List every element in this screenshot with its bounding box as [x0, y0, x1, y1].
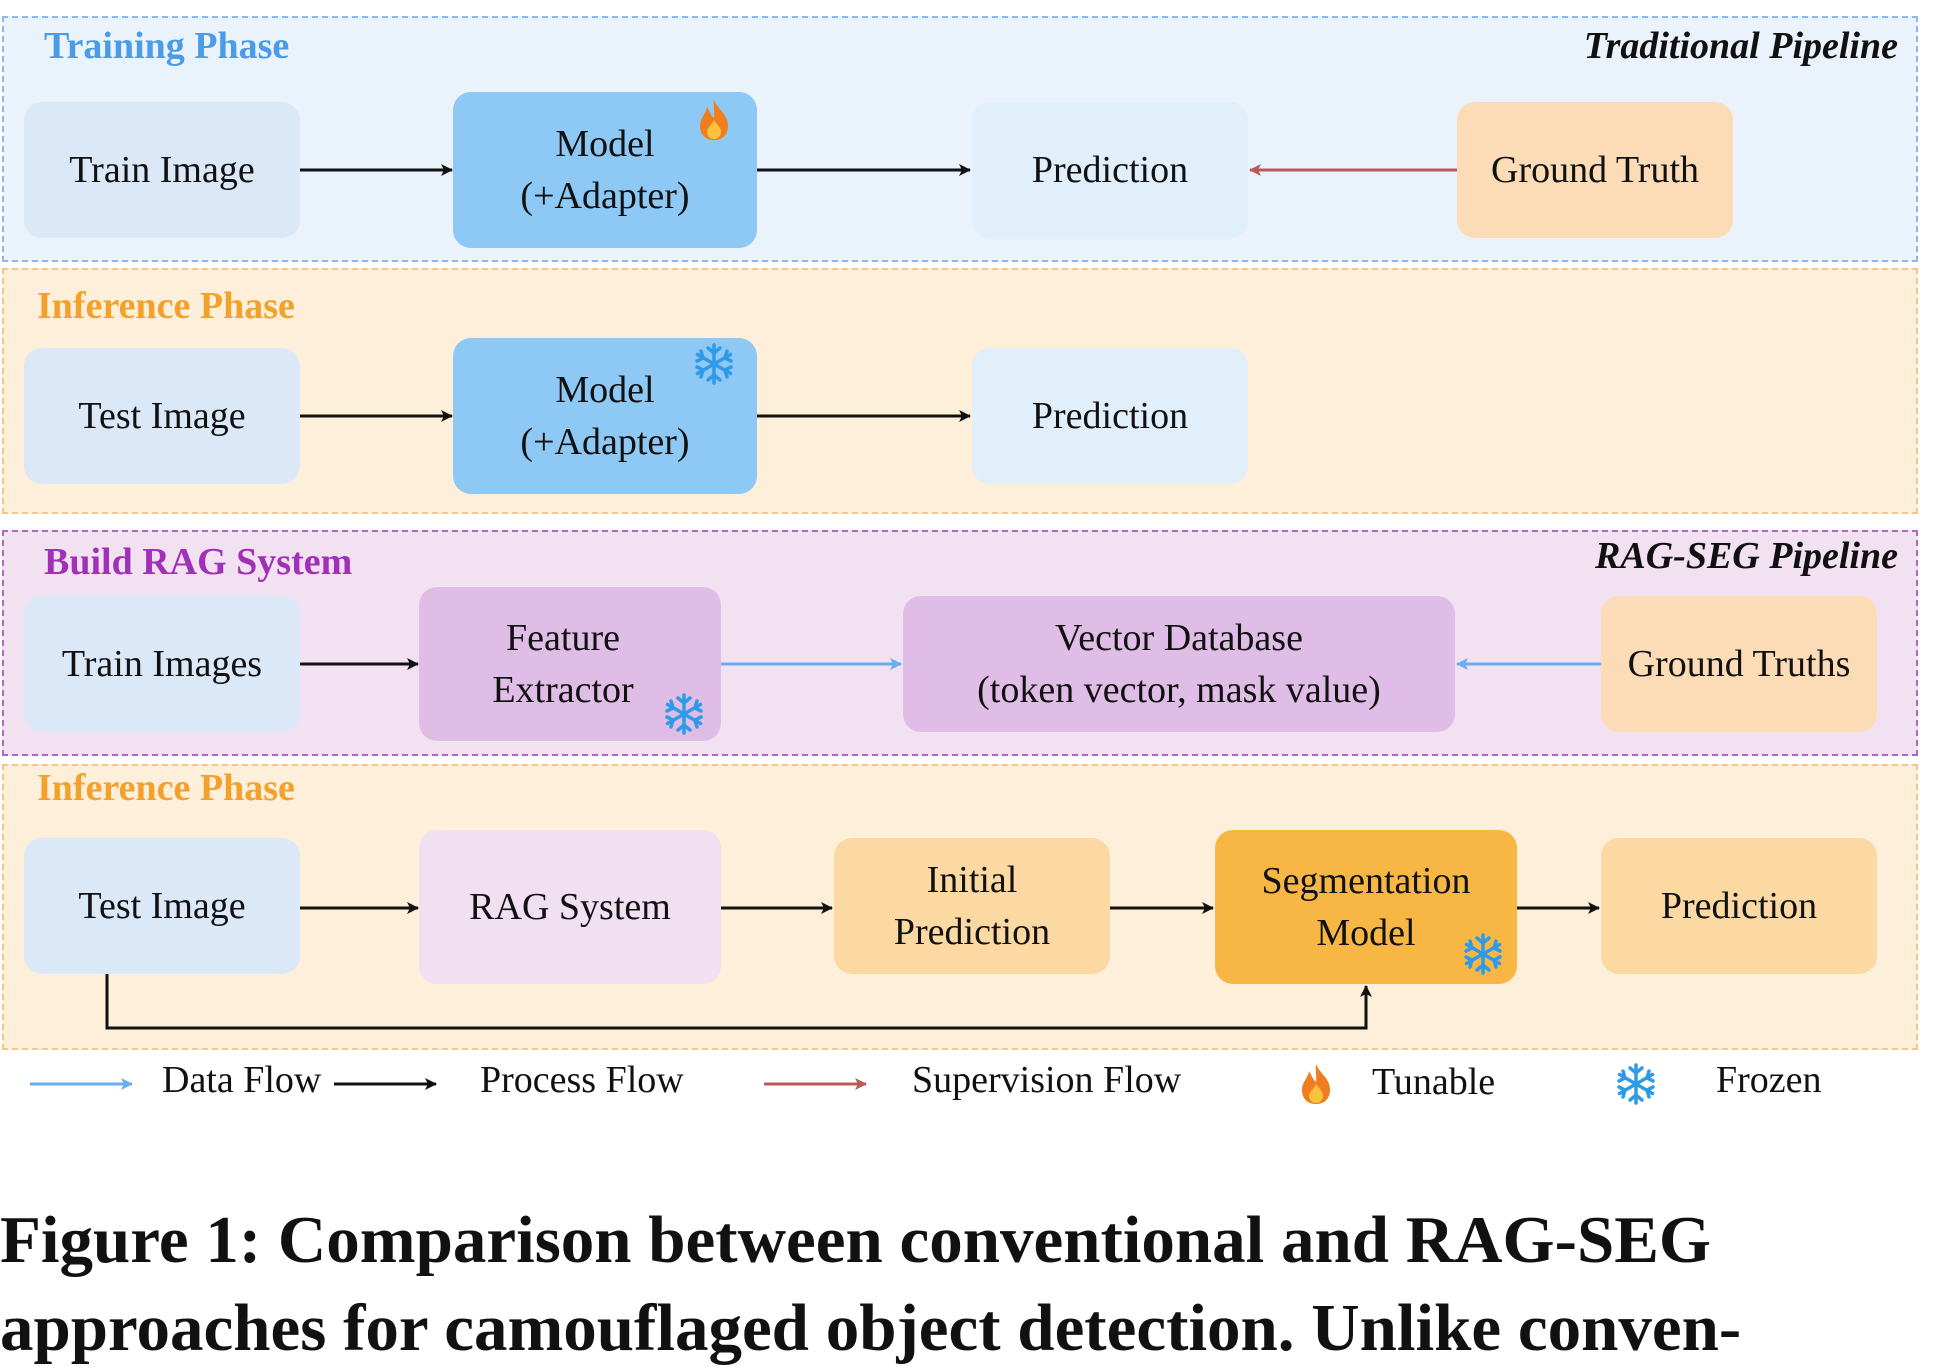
- train-images-node: Train Images: [24, 596, 300, 732]
- snowflake-icon: [1461, 932, 1505, 976]
- inference-phase-title-1: Inference Phase: [37, 285, 295, 327]
- flame-icon: [696, 98, 732, 142]
- inference-phase-panel-1: [2, 268, 1918, 514]
- snowflake-icon: [692, 342, 736, 386]
- figure-caption-line-1: Figure 1: Comparison between conventiona…: [0, 1203, 1712, 1277]
- train-image-node: Train Image: [24, 102, 300, 238]
- rag-system-node: RAG System: [419, 830, 721, 984]
- legend-frozen-label: Frozen: [1716, 1059, 1822, 1101]
- snowflake-icon: [662, 692, 706, 736]
- snowflake-icon: [1614, 1062, 1658, 1106]
- training-phase-title: Training Phase: [44, 25, 290, 67]
- prediction-node-infer: Prediction: [972, 348, 1248, 484]
- legend-process-flow-label: Process Flow: [480, 1059, 684, 1101]
- model-adapter-node-infer: Model (+Adapter): [453, 338, 757, 494]
- test-image-node-2: Test Image: [24, 838, 300, 974]
- test-image-node-1: Test Image: [24, 348, 300, 484]
- prediction-node-train: Prediction: [972, 102, 1248, 238]
- build-rag-system-title: Build RAG System: [44, 541, 353, 583]
- initial-prediction-node: Initial Prediction: [834, 838, 1110, 974]
- vector-database-node: Vector Database (token vector, mask valu…: [903, 596, 1455, 732]
- feature-extractor-node: Feature Extractor: [419, 587, 721, 741]
- prediction-node-final: Prediction: [1601, 838, 1877, 974]
- legend-tunable-label: Tunable: [1372, 1061, 1496, 1103]
- legend-supervision-flow-label: Supervision Flow: [912, 1059, 1182, 1101]
- legend-data-flow-label: Data Flow: [162, 1059, 322, 1101]
- traditional-pipeline-label: Traditional Pipeline: [1583, 25, 1898, 67]
- inference-phase-title-2: Inference Phase: [37, 767, 295, 809]
- flame-icon: [1298, 1062, 1334, 1106]
- ground-truth-node: Ground Truth: [1457, 102, 1733, 238]
- ground-truths-node: Ground Truths: [1601, 596, 1877, 732]
- rag-seg-pipeline-label: RAG-SEG Pipeline: [1595, 535, 1898, 577]
- figure-caption-line-2: approaches for camouflaged object detect…: [0, 1291, 1742, 1365]
- arrow-test-image-to-seg-model: [105, 974, 1372, 1030]
